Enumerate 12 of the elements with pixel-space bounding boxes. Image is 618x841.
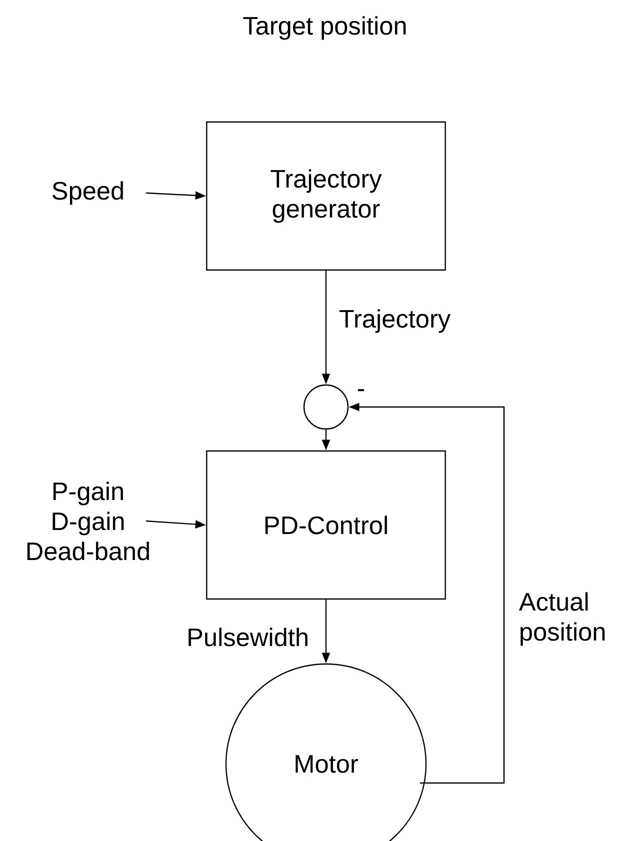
input-label: Speed [52,181,123,205]
process-box: Trajectory generator [206,121,446,271]
edge-label: Trajectory [340,309,451,333]
node-label: Motor [296,755,358,773]
summing-junction [303,384,349,430]
title: Target position [243,16,406,40]
edge-label: Actual position [518,592,605,646]
process-box: PD-Control [206,450,446,600]
input-label: P-gain D-gain Dead-band [27,482,149,560]
sign-label: - [358,389,364,392]
motor-drawing: Motor [225,663,427,841]
edge-label: Pulsewidth [188,628,308,646]
